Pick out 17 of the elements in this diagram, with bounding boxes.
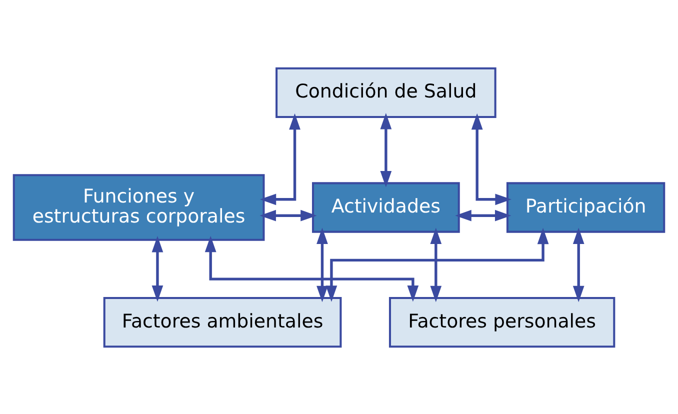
node-box: Participación [506,182,666,232]
arrow [572,227,584,302]
node-box: Funciones y estructuras corporales [12,174,265,240]
arrow [316,227,328,302]
arrow [471,112,512,205]
arrow [455,209,512,221]
node-box: Condición de Salud [276,66,496,118]
arrow [260,209,317,221]
arrow [204,235,419,302]
arrow [260,112,300,205]
arrow [152,236,164,302]
node-box: Factores personales [388,296,616,348]
arrow [380,112,392,187]
node-box: Actividades [312,182,460,232]
arrow [326,227,549,302]
node-box: Factores ambientales [103,296,342,348]
arrow [430,227,442,302]
